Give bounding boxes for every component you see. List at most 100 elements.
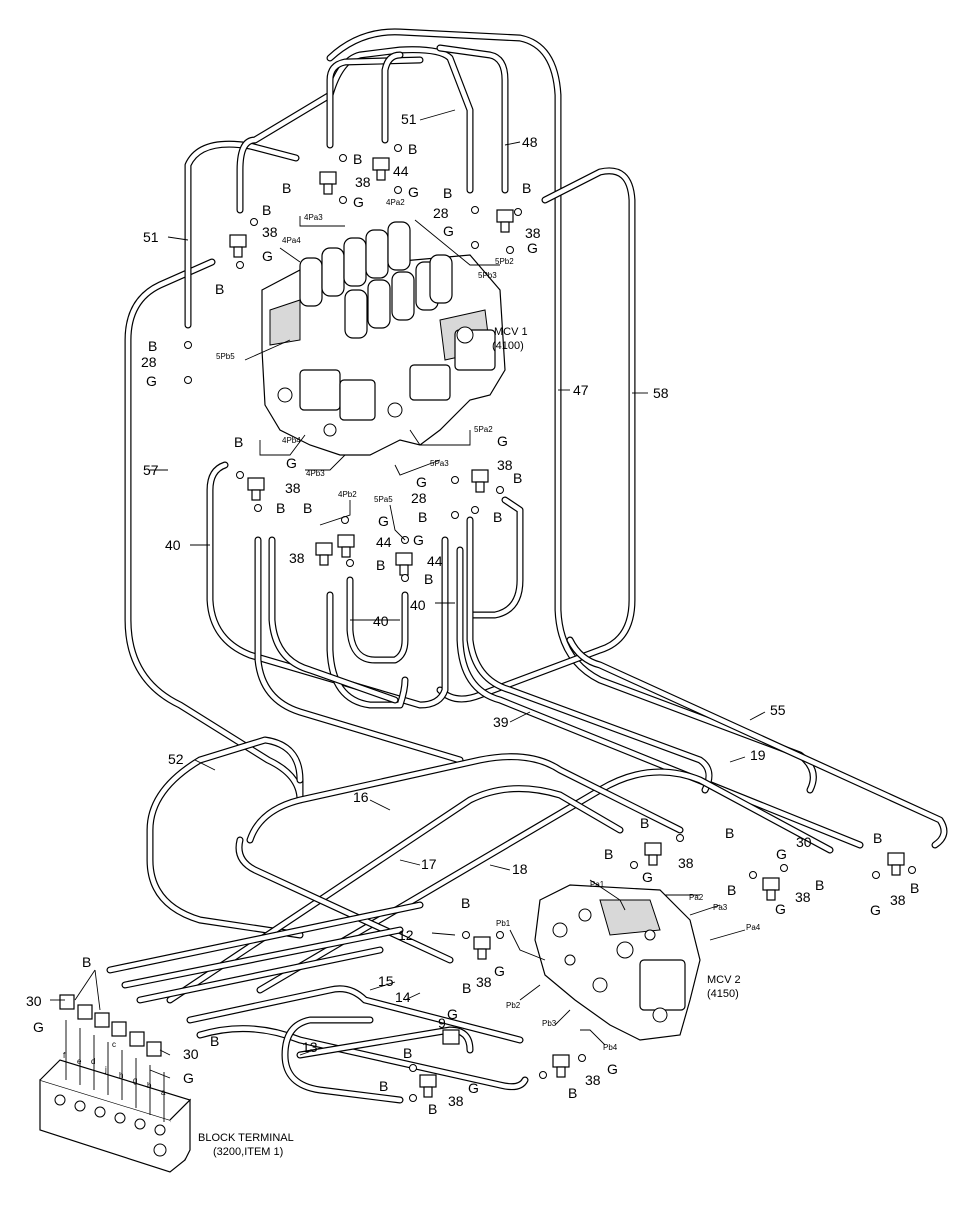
port-5Pa5: 5Pa5 [374, 495, 393, 504]
callout-30: 30 [26, 993, 42, 1009]
tee-fitting [496, 209, 514, 233]
callout-38: 38 [497, 457, 513, 473]
tee-fitting [247, 477, 265, 501]
callout-47: 47 [573, 382, 589, 398]
tee-fitting [762, 877, 780, 901]
callout-28: 28 [433, 205, 449, 221]
seal-G: G [497, 433, 508, 449]
callout-17: 17 [421, 856, 437, 872]
callout-38: 38 [448, 1093, 464, 1109]
callout-57: 57 [143, 462, 159, 478]
hose-40-left [206, 461, 449, 709]
port-4Pb2: 4Pb2 [338, 490, 357, 499]
callout-39: 39 [493, 714, 509, 730]
seal-B: B [379, 1078, 388, 1094]
seal-B: B [910, 880, 919, 896]
callout-38: 38 [678, 855, 694, 871]
port-Pa4: Pa4 [746, 923, 761, 932]
tee-fitting [372, 157, 390, 181]
seal-G: G [408, 184, 419, 200]
seal-G: G [607, 1061, 618, 1077]
seal-B: B [428, 1101, 437, 1117]
seal-B: B [462, 980, 471, 996]
callout-30: 30 [183, 1046, 199, 1062]
callout-40: 40 [410, 597, 426, 613]
seal-G: G [416, 474, 427, 490]
mcv1-label: MCV 1 [494, 326, 528, 338]
block-terminal-label: BLOCK TERMINAL [198, 1132, 294, 1144]
callout-51: 51 [401, 111, 417, 127]
hose-12 [186, 985, 524, 1044]
elbow-fitting [111, 1021, 127, 1037]
seal-G: G [468, 1080, 479, 1096]
seal-G: G [286, 455, 297, 471]
elbow-fitting [129, 1031, 145, 1047]
tee-fitting [337, 534, 355, 558]
elbow-fitting [59, 994, 75, 1010]
tee-fitting [419, 1074, 437, 1098]
seal-G: G [443, 223, 454, 239]
port-5Pa3: 5Pa3 [430, 459, 449, 468]
seal-B: B [303, 500, 312, 516]
block-terminal [39, 1059, 192, 1173]
elbow-fitting [77, 1004, 93, 1020]
seal-B: B [376, 557, 385, 573]
callout-58: 58 [653, 385, 669, 401]
seal-B: B [568, 1085, 577, 1101]
callout-40: 40 [165, 537, 181, 553]
port-5Pb2: 5Pb2 [495, 257, 514, 266]
seal-G: G [870, 902, 881, 918]
port-4Pb4: 4Pb4 [282, 436, 301, 445]
callout-9: 9 [438, 1015, 446, 1031]
seal-B: B [725, 825, 734, 841]
seal-B: B [815, 877, 824, 893]
seal-B: B [148, 338, 157, 354]
tee-fitting [473, 936, 491, 960]
seal-B: B [443, 185, 452, 201]
seal-B: B [215, 281, 224, 297]
terminal-port-c: c [112, 1040, 116, 1049]
seal-G: G [378, 513, 389, 529]
seal-B: B [353, 151, 362, 167]
seal-G: G [776, 846, 787, 862]
mcv2-label: MCV 2 [707, 974, 741, 986]
seal-B: B [82, 954, 91, 970]
seal-B: B [493, 509, 502, 525]
port-5Pb5: 5Pb5 [216, 352, 235, 361]
port-5Pb3: 5Pb3 [478, 271, 497, 280]
tee-fitting [887, 852, 905, 876]
callout-38: 38 [262, 224, 278, 240]
leader-lines [50, 109, 766, 1122]
terminal-port-f: f [63, 1051, 66, 1060]
seal-G: G [262, 248, 273, 264]
tee-fitting [319, 171, 337, 195]
seal-B: B [282, 180, 291, 196]
tee-fitting [471, 469, 489, 493]
seal-G: G [183, 1070, 194, 1086]
terminal-port-a: a [161, 1088, 166, 1097]
callout-28: 28 [411, 490, 427, 506]
seal-B: B [408, 141, 417, 157]
port-Pb4: Pb4 [603, 1043, 618, 1052]
hose-group [106, 28, 948, 1104]
seal-B: B [461, 895, 470, 911]
seal-G: G [353, 194, 364, 210]
seal-B: B [513, 470, 522, 486]
seal-B: B [424, 571, 433, 587]
seal-B: B [418, 509, 427, 525]
mcv1-solenoids [299, 221, 453, 339]
callout-13: 13 [302, 1039, 318, 1055]
port-Pa1: Pa1 [590, 880, 605, 889]
port-Pa2: Pa2 [689, 893, 704, 902]
seal-B: B [640, 815, 649, 831]
seal-G: G [447, 1006, 458, 1022]
seal-B: B [234, 434, 243, 450]
seal-B: B [522, 180, 531, 196]
callout-44: 44 [393, 163, 409, 179]
callout-16: 16 [353, 789, 369, 805]
elbow-fitting [94, 1012, 110, 1028]
terminal-port-h: h [119, 1071, 123, 1080]
port-Pb2: Pb2 [506, 1001, 521, 1010]
